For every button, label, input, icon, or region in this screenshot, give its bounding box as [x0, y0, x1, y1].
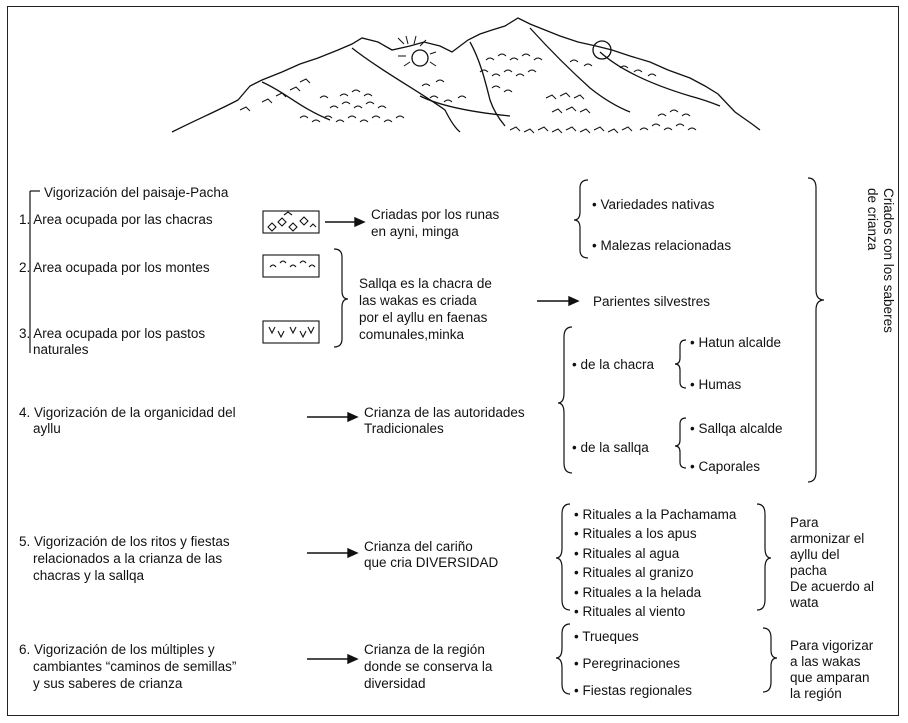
region-text: donde se conserva la — [364, 659, 493, 674]
para-armonizar-text: armonizar el — [790, 531, 865, 546]
sallqa-text: Sallqa es la chacra de — [359, 276, 492, 291]
criados-vertical-label: Criados con los saberes de crianza — [848, 188, 908, 398]
brace-criados — [807, 177, 825, 483]
ritual-item: • Rituales a la Pachamama — [574, 507, 737, 522]
region-item: • Trueques — [574, 629, 639, 644]
arrow-head — [354, 216, 366, 228]
figure-frame — [7, 6, 899, 716]
brace-rituales-left — [555, 503, 571, 611]
para-armonizar-text: De acuerdo al — [790, 579, 875, 594]
row-6: 6. Vigorización de los múltiples y — [19, 641, 215, 658]
row-number: 5. — [19, 534, 31, 549]
para-vigorizar-text: la región — [790, 686, 842, 701]
row-number: 4. — [19, 405, 31, 420]
humas-item: • Humas — [690, 377, 742, 392]
region-text: Crianza de la región — [364, 642, 485, 657]
sallqa-text: comunales,minka — [359, 327, 465, 342]
chacras-icon-box — [262, 210, 320, 234]
row-number: 3. — [19, 326, 31, 341]
ritual-item: • Rituales a los apus — [574, 526, 697, 541]
row-text: Area ocupada por los montes — [33, 260, 210, 275]
hatun-item: • Hatun alcalde — [690, 335, 782, 350]
variedades-item: • Variedades nativas — [592, 197, 715, 212]
row-5: 5. Vigorización de los ritos y fiestas — [19, 533, 230, 550]
row-text: Vigorización de los múltiples y — [34, 642, 215, 657]
section-header: Vigorización del paisaje-Pacha — [44, 185, 229, 200]
vertical-label-line: Criados con los saberes — [881, 188, 896, 333]
row-text-cont: naturales — [33, 342, 89, 357]
brace-rituales-right — [756, 503, 772, 611]
autoridades-text: Crianza de las autoridades — [364, 405, 525, 420]
para-vigorizar-text: a las wakas — [790, 654, 861, 669]
ritual-item: • Rituales al granizo — [574, 565, 694, 580]
row-text-cont: chacras y la sallqa — [33, 568, 145, 583]
row-number: 6. — [19, 642, 31, 657]
brace-region-right — [762, 627, 778, 693]
row-text-cont: y sus saberes de crianza — [33, 676, 183, 691]
brace-region-left — [555, 623, 571, 695]
row-text: Vigorización de la organicidad del — [34, 405, 236, 420]
sallqa-alcalde-item: • Sallqa alcalde — [690, 421, 783, 436]
sallqa-text: las wakas es criada — [359, 293, 477, 308]
para-armonizar-text: ayllu del — [790, 547, 840, 562]
region-item: • Peregrinaciones — [574, 656, 681, 671]
row-number: 1. — [19, 212, 31, 227]
de-la-sallqa-item: • de la sallqa — [572, 440, 649, 455]
brace-autoridades — [557, 326, 573, 474]
sallqa-text: por el ayllu en faenas — [359, 310, 488, 325]
criadas-text: Criadas por los runas — [371, 207, 500, 222]
row-text-cont: cambiantes “caminos de semillas” — [33, 659, 237, 674]
para-armonizar-text: Para — [790, 515, 819, 530]
para-armonizar-text: wata — [790, 595, 819, 610]
brace-sallqa — [333, 248, 349, 348]
criadas-text: en ayni, minga — [371, 224, 459, 239]
montes-icon-box — [262, 254, 320, 278]
malezas-item: • Malezas relacionadas — [592, 238, 732, 253]
ritual-item: • Rituales al agua — [574, 546, 680, 561]
row-text: Area ocupada por las chacras — [33, 212, 213, 227]
row-3: 3. Area ocupada por los pastos — [19, 325, 205, 342]
carino-text: Crianza del cariño — [364, 539, 473, 554]
region-item: • Fiestas regionales — [574, 683, 693, 698]
ritual-item: • Rituales al viento — [574, 604, 686, 619]
row-text: Area ocupada por los pastos — [33, 326, 206, 341]
row-text-cont: ayllu — [33, 421, 61, 436]
parientes-text: Parientes silvestres — [593, 294, 711, 309]
row-text: Vigorización de los ritos y fiestas — [34, 534, 230, 549]
vertical-label-line: de crianza — [865, 188, 880, 251]
region-text: diversidad — [364, 676, 426, 691]
de-la-chacra-item: • de la chacra — [572, 357, 655, 372]
carino-text: que cria DIVERSIDAD — [364, 555, 499, 570]
landscape-marks — [239, 53, 697, 134]
brace-variedades — [573, 179, 589, 259]
row-text-cont: relacionados a la crianza de las — [33, 551, 223, 566]
para-vigorizar-text: Para vigorizar — [790, 638, 874, 653]
brace-chacra — [674, 339, 687, 389]
row-1: 1. Area ocupada por las chacras — [19, 211, 213, 228]
mountain-landscape-illustration — [171, 17, 761, 133]
row-2: 2. Area ocupada por los montes — [19, 259, 210, 276]
row-4: 4. Vigorización de la organicidad del — [19, 404, 236, 421]
row-number: 2. — [19, 260, 31, 275]
ritual-item: • Rituales a la helada — [574, 585, 702, 600]
caporales-item: • Caporales — [690, 459, 761, 474]
brace-sallqa-small — [674, 417, 687, 469]
autoridades-text: Tradicionales — [364, 421, 444, 436]
para-vigorizar-text: que amparan — [790, 670, 870, 685]
pastos-icon-box — [262, 320, 320, 344]
para-armonizar-text: pacha — [790, 563, 827, 578]
